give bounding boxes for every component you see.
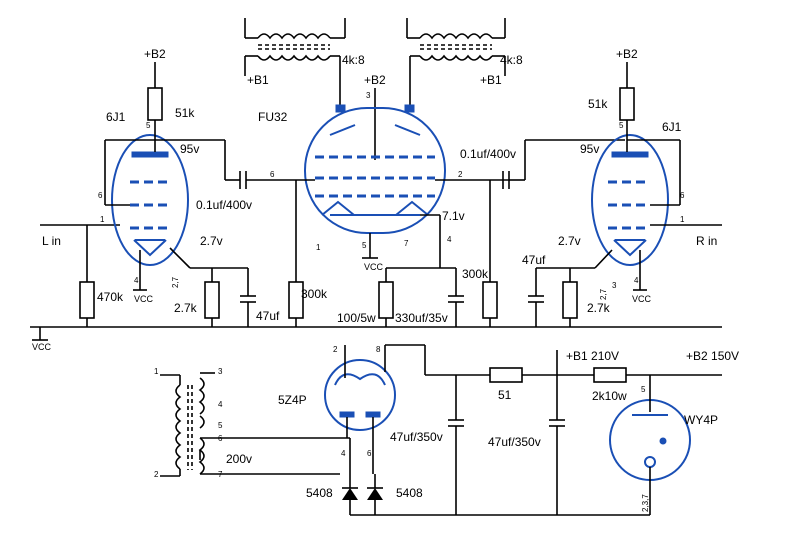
svg-text:2: 2	[154, 470, 159, 479]
svg-text:5: 5	[619, 121, 624, 130]
diode2-label: 5408	[396, 486, 423, 500]
output-stage: 4k:8 +B1 4k:8 +B1 +B2 3 FU32	[244, 18, 523, 327]
diode1-label: 5408	[306, 486, 333, 500]
resistor-51k-left	[147, 87, 163, 121]
resistor-470k	[79, 281, 95, 319]
power-supply: 1 2 3 4 5 6 7 200v 5Z4P 2 8	[154, 344, 739, 516]
svg-text:8: 8	[376, 345, 381, 354]
r-filter2-label: 2k10w	[592, 389, 627, 403]
vcc-label-ground: VCC	[32, 342, 52, 352]
svg-text:6: 6	[98, 191, 103, 200]
coupling-cap-left-label: 0.1uf/400v	[196, 198, 252, 212]
svg-text:5: 5	[641, 385, 646, 394]
svg-text:3: 3	[366, 91, 371, 100]
b1-label-left-transformer: +B1	[247, 73, 269, 87]
tube-6j1-left	[111, 134, 189, 266]
r-in-label: R in	[696, 234, 717, 248]
svg-text:6: 6	[367, 449, 372, 458]
svg-text:1: 1	[680, 215, 685, 224]
vcc-label-right: VCC	[632, 294, 652, 304]
r-grid-left-label: 300k	[301, 287, 328, 301]
tube-6j1-right-label: 6J1	[662, 120, 682, 134]
tube-5z4p-label: 5Z4P	[278, 393, 307, 407]
l-in-label: L in	[42, 234, 61, 248]
svg-text:6: 6	[270, 170, 275, 179]
svg-text:3: 3	[218, 367, 223, 376]
svg-text:1: 1	[154, 367, 159, 376]
transformer-ratio-right: 4k:8	[500, 53, 523, 67]
r-grid-right-label: 300k	[462, 267, 489, 281]
resistor-2k-filter	[593, 367, 627, 383]
b1-label-right-transformer: +B1	[480, 73, 502, 87]
b2-label-left: +B2	[144, 47, 166, 61]
svg-text:4: 4	[447, 235, 452, 244]
left-input-stage: L in 1 470k 6J1 +B2 51k 5 95v 0.	[40, 47, 296, 327]
right-input-stage: 0.1uf/400v 95v 6J1 +B2 51k 5 6 1 R in 4 …	[460, 47, 722, 327]
secondary-voltage-label: 200v	[226, 452, 252, 466]
cap-cathode-left-label: 47uf	[256, 309, 280, 323]
diode-5408-left	[342, 438, 358, 515]
vcc-label-center: VCC	[364, 262, 384, 272]
vcc-label-left: VCC	[134, 294, 154, 304]
svg-text:4: 4	[134, 276, 139, 285]
power-transformer: 1 2 3 4 5 6 7 200v	[154, 367, 350, 479]
svg-text:7: 7	[404, 239, 409, 248]
resistor-2k7-left	[204, 281, 220, 319]
svg-text:4: 4	[341, 449, 346, 458]
output-transformer-left: 4k:8 +B1	[244, 18, 365, 105]
c-filter2-label: 47uf/350v	[488, 435, 541, 449]
out-cathode-voltage: 7.1v	[442, 209, 465, 223]
resistor-2k7-right	[562, 281, 578, 319]
tube-wy4p-label: WY4P	[684, 413, 718, 427]
cathode-voltage-right: 2.7v	[558, 234, 581, 248]
svg-text:2: 2	[333, 345, 338, 354]
cathode-voltage-left: 2.7v	[200, 234, 223, 248]
ps-b2-label: +B2 150V	[686, 349, 739, 363]
cap-cathode-right-label: 47uf	[522, 253, 546, 267]
r-plate-label-right: 51k	[588, 97, 608, 111]
reg-pins-label: 2,3,7	[641, 494, 650, 512]
plate-voltage-right: 95v	[580, 142, 599, 156]
diode-5408-right	[367, 474, 383, 515]
svg-text:5: 5	[218, 421, 223, 430]
transformer-ratio-left: 4k:8	[342, 53, 365, 67]
r-cathode-right-label: 2.7k	[587, 301, 611, 315]
b2-label-center: +B2	[364, 73, 386, 87]
tube-fu32	[304, 107, 446, 234]
r-out-cathode-label: 100/5w	[337, 311, 376, 325]
c-out-cathode-label: 330uf/35v	[395, 311, 448, 325]
svg-text:5: 5	[362, 241, 367, 250]
resistor-300k-right	[482, 281, 498, 319]
tube-6j1-right	[591, 134, 669, 266]
svg-text:1: 1	[316, 243, 321, 252]
ps-b1-label: +B1 210V	[566, 349, 619, 363]
resistor-100-5w	[378, 281, 394, 319]
svg-text:2: 2	[458, 170, 463, 179]
svg-text:6: 6	[680, 191, 685, 200]
svg-text:2,7: 2,7	[171, 276, 180, 288]
r-filter1-label: 51	[498, 388, 512, 402]
coupling-cap-right-label: 0.1uf/400v	[460, 147, 516, 161]
svg-text:4: 4	[634, 276, 639, 285]
resistor-51k-right	[619, 87, 635, 121]
tube-6j1-left-label: 6J1	[106, 110, 126, 124]
r-plate-label-left: 51k	[175, 106, 195, 120]
tube-5z4p	[324, 359, 396, 431]
svg-text:1: 1	[100, 215, 105, 224]
r-input-label: 470k	[97, 290, 124, 304]
plate-voltage-left: 95v	[180, 142, 199, 156]
svg-text:4: 4	[218, 400, 223, 409]
tube-fu32-label: FU32	[258, 110, 288, 124]
c-filter1-label: 47uf/350v	[390, 430, 443, 444]
svg-text:2,7: 2,7	[599, 288, 608, 300]
svg-text:3: 3	[612, 281, 617, 290]
r-cathode-left-label: 2.7k	[174, 301, 198, 315]
svg-text:5: 5	[146, 121, 151, 130]
ground-rail: VCC	[30, 326, 722, 352]
b2-label-right: +B2	[616, 47, 638, 61]
output-transformer-right: 4k:8 +B1	[406, 18, 523, 105]
resistor-51-filter	[489, 367, 523, 383]
